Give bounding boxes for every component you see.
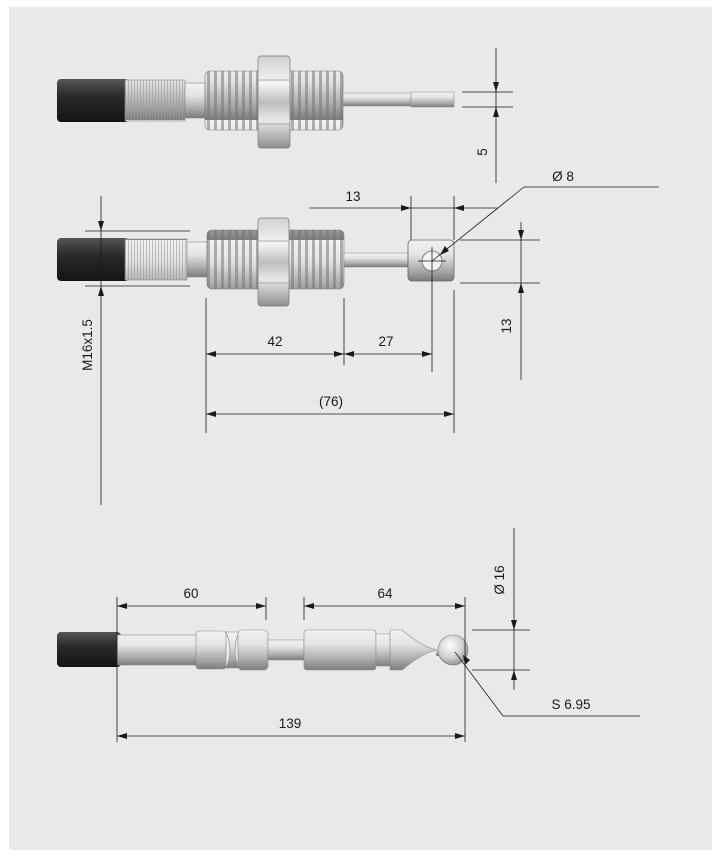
label-diameter: Ø 16 (492, 565, 507, 594)
dim-eye-height: 13 (460, 222, 540, 380)
collar-ring (195, 630, 227, 670)
cable (57, 238, 129, 281)
sleeve (116, 634, 198, 666)
hex-nut (257, 217, 290, 307)
dim-eye-diameter: Ø 8 (431, 169, 659, 262)
cable (57, 79, 129, 122)
label-left-length: 60 (183, 586, 198, 601)
dim-eye-offset: 13 (309, 189, 497, 240)
collar-ring (237, 629, 269, 671)
dim-diameter: Ø 16 (472, 528, 530, 690)
dim-thread: M16x1.5 (80, 196, 190, 505)
neck (267, 639, 305, 661)
label-ball-size: S 6.95 (551, 697, 590, 712)
dim-pin-width: 5 (462, 48, 513, 183)
dim-overall: (76) (206, 290, 455, 433)
knurled-sleeve (124, 238, 188, 281)
label-pin-length: 27 (378, 334, 393, 349)
cable (57, 632, 121, 667)
pin-tip (410, 91, 455, 108)
label-thread: M16x1.5 (80, 319, 95, 371)
dim-ball-size: S 6.95 (454, 651, 640, 717)
label-eye-height: 13 (499, 318, 514, 333)
sensor-middle-view: 13 Ø 8 13 M16x1.5 (57, 169, 659, 505)
dim-right-length: 64 (303, 586, 466, 742)
dim-total-length: 139 (117, 716, 465, 739)
label-overall-length: (76) (319, 394, 343, 409)
label-eye-diameter: Ø 8 (552, 169, 574, 184)
dim-body-pin: 42 27 (205, 298, 432, 433)
sensor-bottom-view: 60 64 Ø 16 139 (57, 528, 640, 742)
label-total-length: 139 (279, 716, 302, 731)
label-right-length: 64 (377, 586, 393, 601)
label-body-length: 42 (267, 334, 282, 349)
sensor-top-view: 5 (57, 48, 513, 183)
sensor-body (303, 629, 377, 671)
pin (342, 92, 412, 107)
knurled-sleeve (124, 79, 186, 122)
collar (184, 82, 206, 119)
label-eye-offset: 13 (345, 189, 360, 204)
collar (186, 241, 208, 278)
drawing-background (9, 7, 712, 850)
ball-head (437, 634, 469, 666)
dim-left-length: 60 (116, 586, 267, 742)
label-pin-width: 5 (475, 148, 490, 156)
pin (343, 252, 409, 268)
hex-nut (257, 55, 291, 149)
cone (389, 629, 441, 671)
